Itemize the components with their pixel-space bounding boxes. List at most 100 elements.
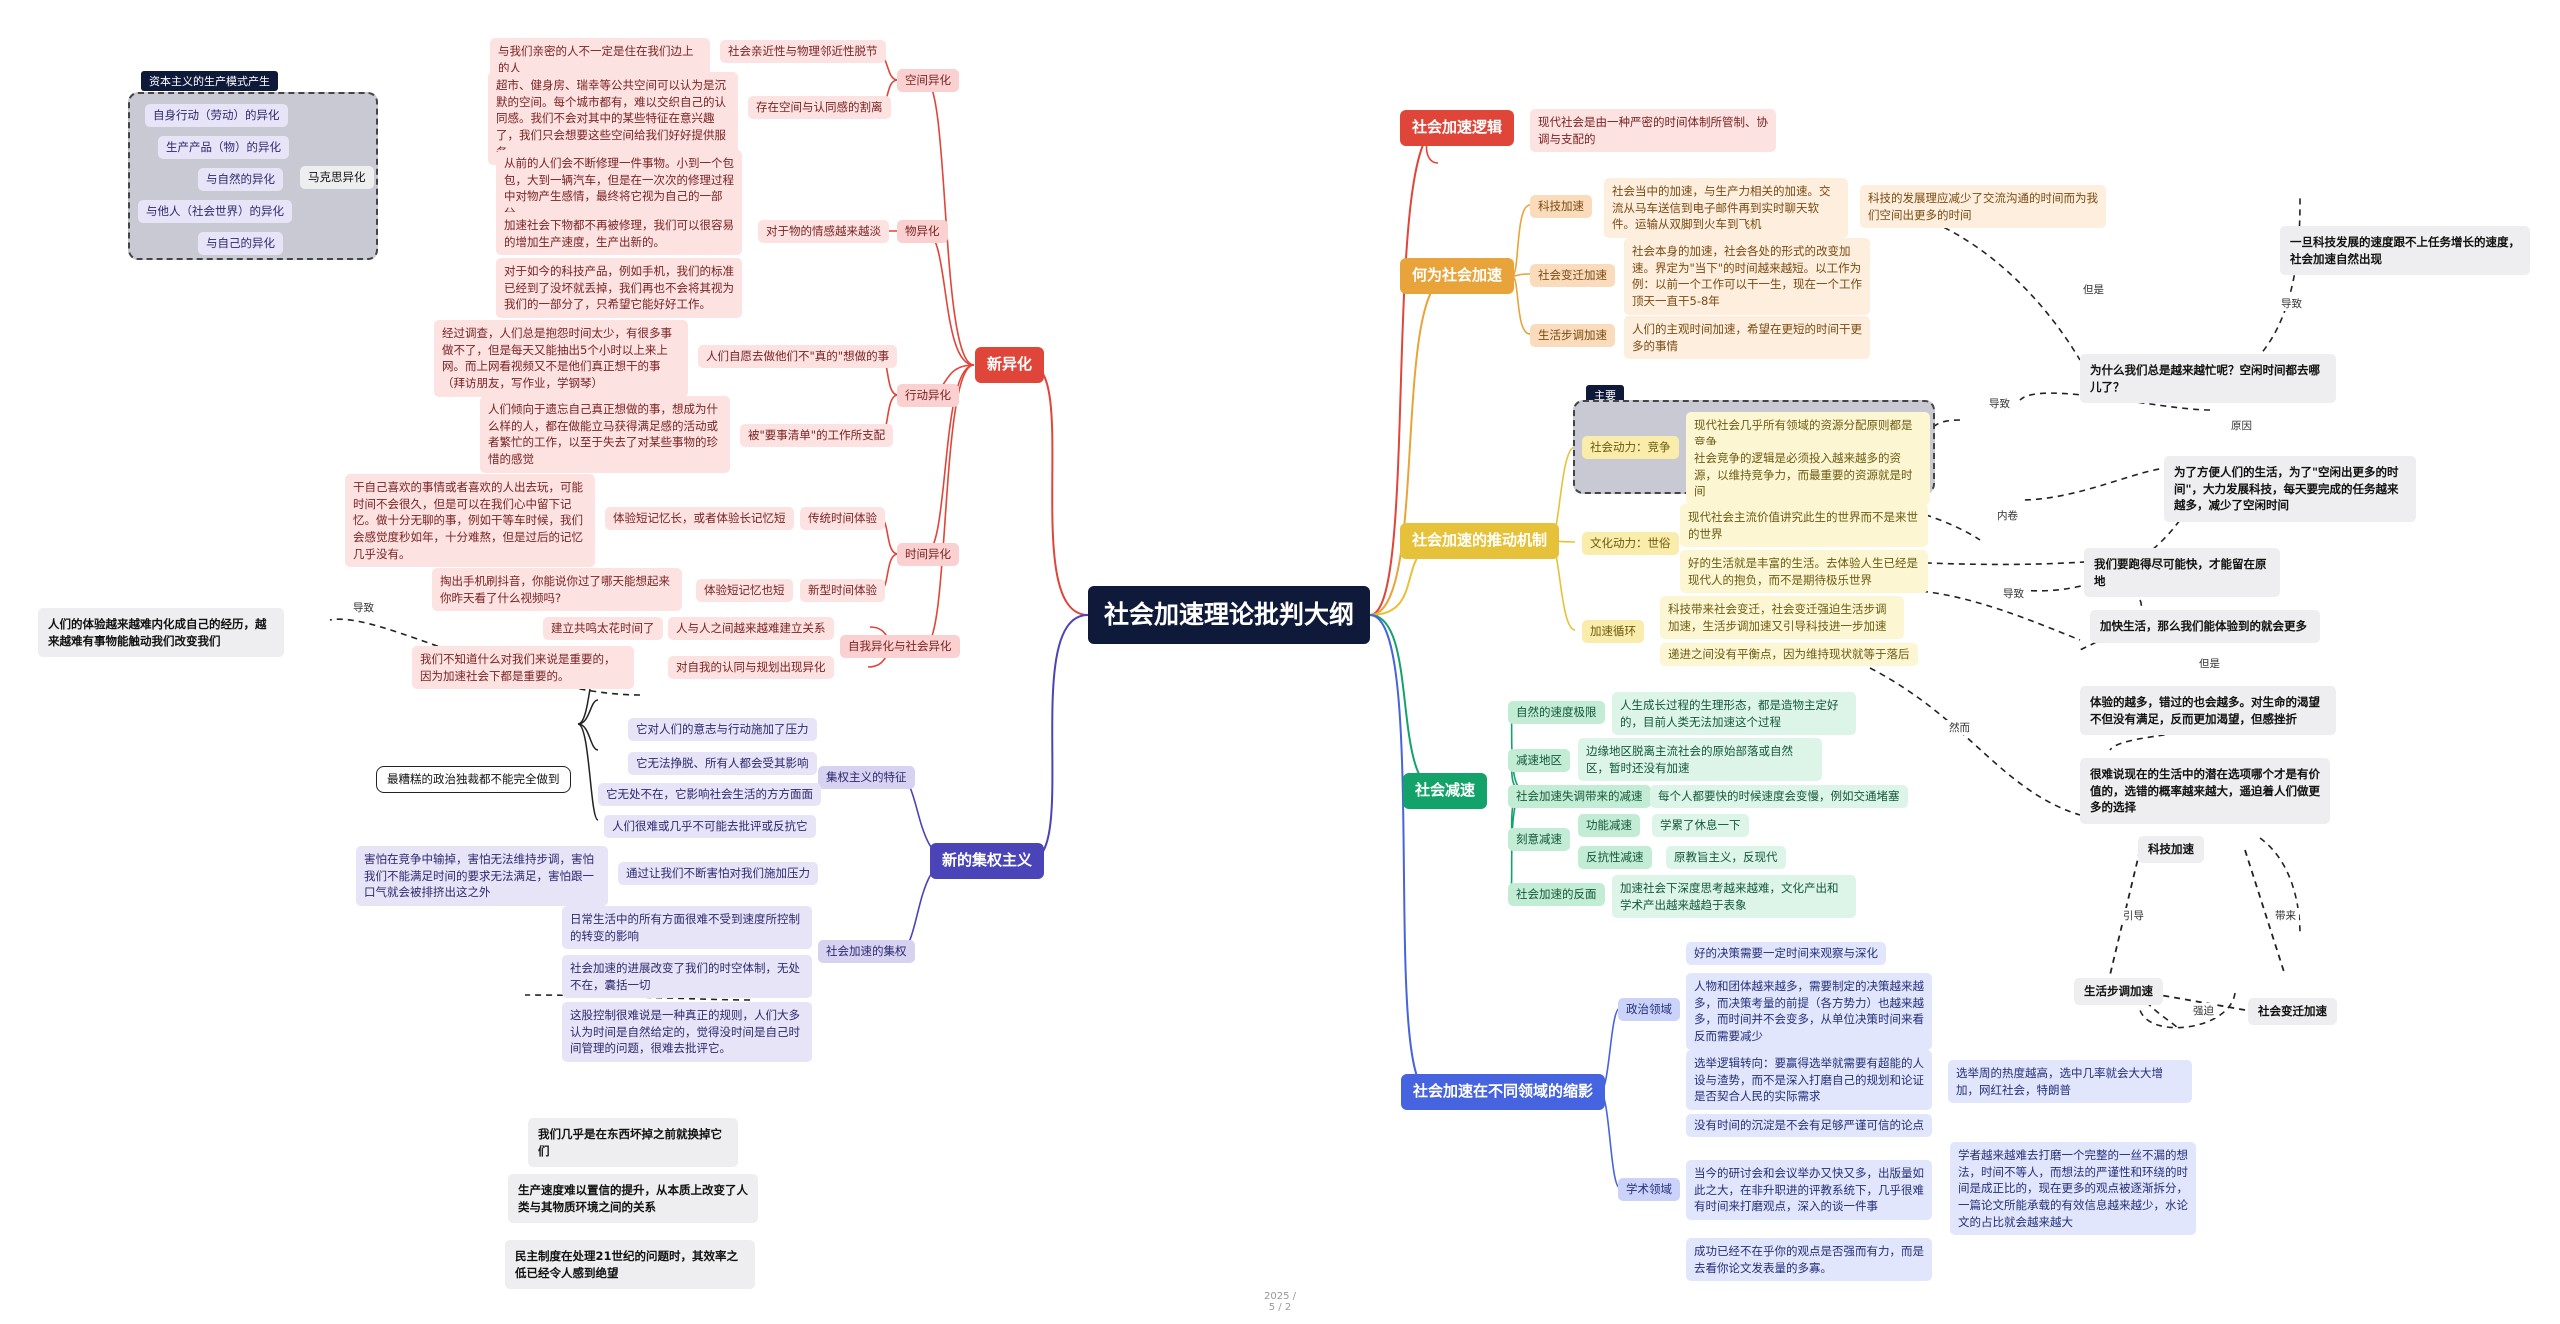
node-dom-pol-1: 好的决策需要一定时间来观察与深化 [1686,942,1886,965]
node-tot-a2: 日常生活中的所有方面很难不受到速度所控制的转变的影响 [562,906,812,950]
node-time-1b: 干自己喜欢的事情或者喜欢的人出去玩，可能时间不会很久，但是可以在我们心中留下记忆… [345,474,595,568]
node-action-2[interactable]: 被"要事清单"的工作所支配 [740,424,894,447]
node-self-2a: 我们不知道什么对我们来说是重要的，因为加速社会下都是重要的。 [412,646,634,690]
node-what-life[interactable]: 生活步调加速 [1530,324,1615,347]
node-dom-acad-3: 成功已经不在乎你的观点是否强而有力，而是去看你论文发表量的多寡。 [1686,1238,1932,1282]
cycle-social: 社会变迁加速 [2248,998,2337,1025]
node-tot-acc[interactable]: 社会加速的集权 [818,940,915,963]
node-dec-3[interactable]: 社会加速失调带来的减速 [1508,785,1651,808]
node-logic[interactable]: 社会加速逻辑 [1400,110,1515,146]
node-dom-pol-3a: 选举周的热度越高，选中几率就会大大增加，网红社会，特朗普 [1948,1060,2192,1104]
node-dec-4a1: 学累了休息一下 [1652,814,1749,837]
node-mech-cycle[interactable]: 加速循环 [1582,620,1644,643]
note-production: 生产速度难以置信的提升，从本质上改变了人类与其物质环境之间的关系 [508,1174,758,1224]
marx-center[interactable]: 马克思异化 [300,166,374,189]
node-self-2[interactable]: 对自我的认同与规划出现异化 [668,656,834,679]
node-space-1[interactable]: 社会亲近性与物理邻近性脱节 [720,40,886,63]
q6: 体验的越多，错过的也会越多。对生命的渴望不但没有满足，反而更加渴望，但感挫折 [2080,686,2336,736]
edge-reason: 原因 [2228,418,2255,433]
edge-lead-1: 导致 [2278,296,2305,311]
node-domains[interactable]: 社会加速在不同领域的缩影 [1401,1074,1606,1110]
cycle-tech: 科技加速 [2138,836,2204,863]
node-totalitarianism[interactable]: 新的集权主义 [930,843,1045,879]
node-mech-culture[interactable]: 文化动力：世俗 [1582,532,1679,555]
node-self-1a: 建立共鸣太花时间了 [543,617,663,640]
q1: 一旦科技发展的速度跟不上任务增长的速度，社会加速自然出现 [2280,226,2530,276]
edge-however: 然而 [1946,720,1973,735]
edge-label-lead: 导致 [350,600,377,615]
node-mech-cult-1: 现代社会主流价值讲究此生的世界而不是来世的世界 [1680,504,1928,548]
q2: 为什么我们总是越来越忙呢？空闲时间都去哪儿了？ [2080,354,2336,404]
node-mech-cycle-1: 科技带来社会变迁，社会变迁强迫生活步调加速，生活步调加速又引导科技进一步加速 [1660,596,1904,640]
cycle-edge-guide: 引导 [2120,908,2147,923]
node-mechanism[interactable]: 社会加速的推动机制 [1400,523,1560,559]
node-space-alienation[interactable]: 空间异化 [897,69,959,92]
node-dom-acad-1: 没有时间的沉淀是不会有足够严谨可信的论点 [1686,1114,1932,1137]
node-tot-feature[interactable]: 集权主义的特征 [818,766,915,789]
footer-date: 2025 / 5 / 2 [1264,1291,1296,1313]
node-mech-cult-2: 好的生活就是丰富的生活。去体验人生已经是现代人的抱负，而不是期待极乐世界 [1680,550,1928,594]
node-dec-4a[interactable]: 功能减速 [1578,814,1640,837]
node-tot-a4: 这股控制很难说是一种真正的规则，人们大多认为时间是自然给定的，觉得没时间是自己时… [562,1002,812,1063]
node-action-1a: 经过调查，人们总是抱怨时间太少，有很多事做不了，但是每天又能抽出5个小时以上来上… [434,320,688,397]
node-dec-2[interactable]: 减速地区 [1508,749,1570,772]
edge-lead-3: 导致 [2000,586,2027,601]
node-dom-pol-3: 选举逻辑转向：要赢得选举就需要有超能的人设与渣势，而不是深入打磨自己的规划和论证… [1686,1050,1932,1111]
node-what-tech-1a: 科技的发展理应减少了交流沟通的时间而为我们空间出更多的时间 [1860,185,2106,229]
node-dom-acad-2a: 学者越来越难去打磨一个完整的一丝不漏的想法，时间不等人，而想法的严谨性和环绕的时… [1950,1142,2196,1236]
node-dec-2a: 边缘地区脱离主流社会的原始部落或自然区，暂时还没有加速 [1578,738,1822,782]
edge-lead-2: 导致 [1986,396,2013,411]
note-experience: 人们的体验越来越难内化成自己的经历，越来越难有事物能触动我们改变我们 [38,608,284,658]
node-action-2a: 人们倾向于遗忘自己真正想做的事，想成为什么样的人，都在做能立马获得满足感的活动或… [480,396,730,473]
node-what-life-1: 人们的主观时间加速，希望在更短的时间干更多的事情 [1624,316,1870,360]
node-mech-cycle-2: 递进之间没有平衡点，因为维持现状就等于落后 [1660,643,1918,666]
node-dom-politics[interactable]: 政治领域 [1618,998,1680,1021]
note-democracy: 民主制度在处理21世纪的问题时，其效率之低已经令人感到绝望 [505,1240,755,1290]
marx-4: 与他人（社会世界）的异化 [138,200,292,223]
node-tot-a3: 社会加速的进展改变了我们的时空体制，无处不在，囊括一切 [562,955,812,999]
node-object-alienation[interactable]: 物异化 [897,220,948,243]
node-object-1b: 加速社会下物都不再被修理，我们可以很容易的增加生产速度，生产出新的。 [496,212,742,256]
node-space-2a: 超市、健身房、瑞幸等公共空间可以认为是沉默的空间。每个城市都有，难以交织自己的认… [488,72,738,166]
node-time-2a: 体验短记忆也短 [696,579,793,602]
node-self-1[interactable]: 人与人之间越来越难建立关系 [668,617,834,640]
node-what[interactable]: 何为社会加速 [1400,258,1515,294]
node-tot-a1: 通过让我们不断害怕对我们施加压力 [618,862,818,885]
root-title: 社会加速理论批判大纲 [1088,586,1370,644]
node-time-1[interactable]: 传统时间体验 [800,507,885,530]
node-self-alienation[interactable]: 自我异化与社会异化 [840,635,960,658]
node-what-tech[interactable]: 科技加速 [1530,195,1592,218]
node-dom-academia[interactable]: 学术领域 [1618,1178,1680,1201]
node-dom-pol-2: 人物和团体越来越多，需要制定的决策越来越多，而决策考量的前提（各方势力）也越来越… [1686,973,1932,1050]
node-mech-competition[interactable]: 社会动力：竞争 [1582,436,1679,459]
node-object-1[interactable]: 对于物的情感越来越淡 [758,220,889,243]
cycle-edge-force: 强迫 [2190,1003,2217,1018]
edge-involution: 内卷 [1994,508,2021,523]
node-time-2b: 掏出手机刷抖音，你能说你过了哪天能想起来你昨天看了什么视频吗? [432,568,682,612]
node-time-2[interactable]: 新型时间体验 [800,579,885,602]
marx-5: 与自己的异化 [198,232,283,255]
node-what-social-1: 社会本身的加速，社会各处的形式的改变加速。界定为"当下"的时间越来越短。以工作为… [1624,238,1870,315]
node-action-alienation[interactable]: 行动异化 [897,384,959,407]
node-action-1[interactable]: 人们自愿去做他们不"真的"想做的事 [698,345,898,368]
node-dec-4[interactable]: 刻意减速 [1508,828,1570,851]
node-what-social[interactable]: 社会变迁加速 [1530,264,1615,287]
node-tot-f1: 它对人们的意志与行动施加了压力 [628,718,817,741]
edge-but-1: 但是 [2080,282,2107,297]
node-dec-1[interactable]: 自然的速度极限 [1508,701,1605,724]
cycle-life: 生活步调加速 [2074,978,2163,1005]
node-logic-1: 现代社会是由一种严密的时间体制所管制、协调与支配的 [1530,109,1776,153]
q7: 很难说现在的生活中的潜在选项哪个才是有价值的，选错的概率越来越大，遥迫着人们做更… [2080,758,2330,825]
node-dom-acad-2: 当今的研讨会和会议举办又快又多，出版量如此之大，在非升职进的评教系统下，几乎很难… [1686,1160,1932,1221]
node-dec-4b[interactable]: 反抗性减速 [1578,846,1652,869]
node-space-2[interactable]: 存在空间与认同感的割离 [748,96,891,119]
node-time-alienation[interactable]: 时间异化 [897,543,959,566]
node-new-alienation[interactable]: 新异化 [975,347,1045,383]
node-deceleration[interactable]: 社会减速 [1403,773,1488,809]
q3: 为了方便人们的生活，为了"空闲出更多的时间"，大力发展科技，每天要完成的任务越来… [2164,456,2416,523]
node-mech-comp-2: 社会竞争的逻辑是必须投入越来越多的资源，以维持竞争力，而最重要的资源就是时间 [1686,445,1930,506]
cycle-edge-bring: 带来 [2272,908,2299,923]
node-dec-5[interactable]: 社会加速的反面 [1508,883,1605,906]
node-dec-4b1: 原教旨主义，反现代 [1666,846,1786,869]
node-dec-1a: 人生成长过程的生理形态，都是造物主定好的，目前人类无法加速这个过程 [1612,692,1856,736]
